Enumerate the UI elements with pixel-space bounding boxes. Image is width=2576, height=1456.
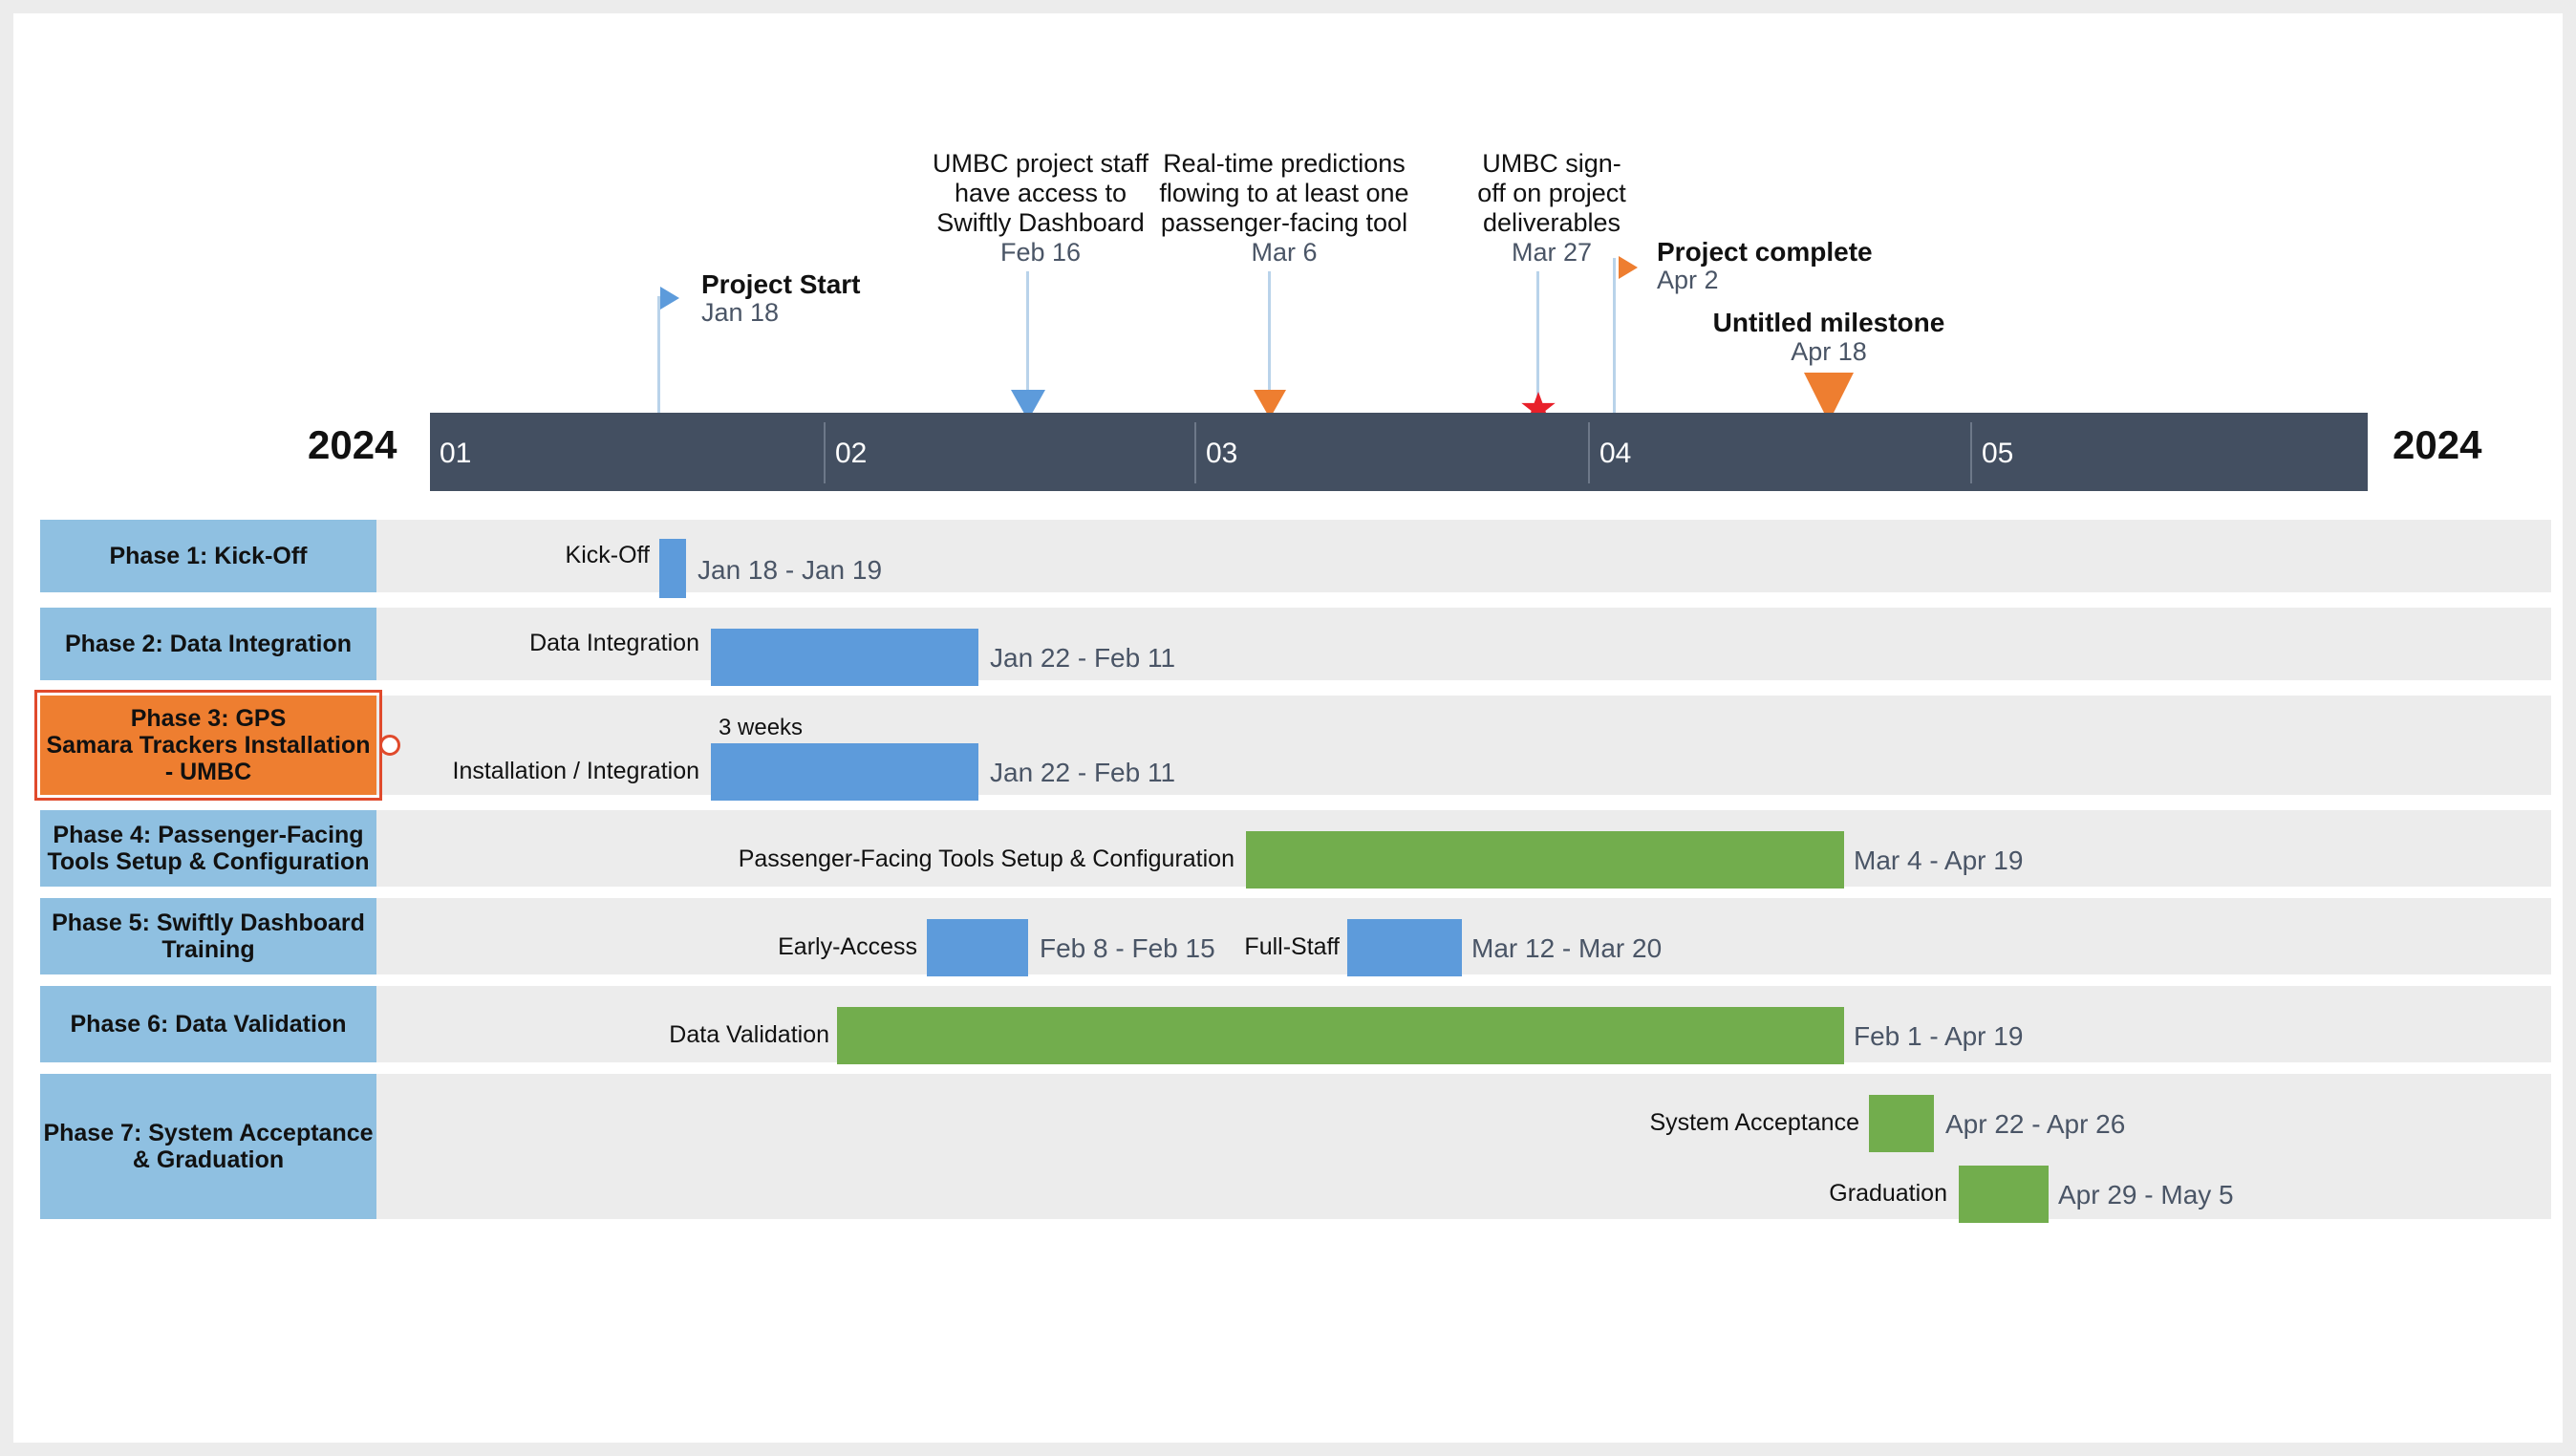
task-dates-installation: Jan 22 - Feb 11 xyxy=(990,758,1176,787)
flag-icon[interactable] xyxy=(660,287,681,310)
year-label-end: 2024 xyxy=(2393,422,2482,467)
phase-4-label-line2: Tools Setup & Configuration xyxy=(47,848,370,875)
task-dates-early-access: Feb 8 - Feb 15 xyxy=(1040,933,1215,963)
milestone-realtime-predictions-label: Real-time predictions flowing to at leas… xyxy=(1159,149,1409,267)
phase-3-box[interactable]: Phase 3: GPS Samara Trackers Installatio… xyxy=(34,690,382,801)
task-dates-data-validation: Feb 1 - Apr 19 xyxy=(1854,1021,2024,1051)
month-label: 04 xyxy=(1599,438,1632,469)
task-label-early-access: Early-Access xyxy=(778,933,917,960)
task-dates-kickoff: Jan 18 - Jan 19 xyxy=(698,555,883,585)
milestone-untitled-label: Untitled milestone Apr 18 xyxy=(1712,308,1945,366)
task-label-passenger-tools: Passenger-Facing Tools Setup & Configura… xyxy=(738,846,1234,872)
row-background xyxy=(376,608,2551,680)
month-tick xyxy=(824,422,826,483)
milestone-triangle-icon[interactable] xyxy=(1254,390,1286,418)
phase-3-label-line3: - UMBC xyxy=(164,759,252,785)
task-label-system-acceptance: System Acceptance xyxy=(1649,1109,1859,1136)
task-bar-data-validation[interactable] xyxy=(837,1007,1844,1064)
milestone-triangle-icon[interactable] xyxy=(1804,373,1854,422)
task-dates-graduation: Apr 29 - May 5 xyxy=(2058,1180,2234,1210)
resize-handle[interactable] xyxy=(379,735,400,756)
phase-2-box[interactable]: Phase 2: Data Integration xyxy=(40,608,376,680)
task-duration-installation: 3 weeks xyxy=(719,715,804,740)
task-label-installation: Installation / Integration xyxy=(452,758,700,784)
milestone-stem xyxy=(1268,271,1271,405)
phase-7-label-line1: Phase 7: System Acceptance xyxy=(43,1120,374,1146)
row-background xyxy=(376,696,2551,795)
phase-6-label: Phase 6: Data Validation xyxy=(70,1011,347,1038)
phase-7-box[interactable]: Phase 7: System Acceptance & Graduation xyxy=(40,1074,376,1219)
milestone-project-start-title: Project Start xyxy=(701,269,861,299)
month-tick xyxy=(1970,422,1972,483)
phase-5-box[interactable]: Phase 5: Swiftly Dashboard Training xyxy=(40,898,376,974)
row-background xyxy=(376,898,2551,974)
milestone-stem xyxy=(1613,258,1616,413)
phase-1-label: Phase 1: Kick-Off xyxy=(109,543,308,569)
milestone-stem xyxy=(1536,271,1539,405)
milestone-stem xyxy=(657,296,660,413)
task-dates-data-integration: Jan 22 - Feb 11 xyxy=(990,643,1176,673)
row-background xyxy=(376,1074,2551,1219)
milestone-stem xyxy=(1026,271,1029,405)
milestone-project-complete-title: Project complete xyxy=(1657,237,1873,267)
phase-1-box[interactable]: Phase 1: Kick-Off xyxy=(40,520,376,592)
timeline-axis: 01 02 03 04 05 xyxy=(430,413,2368,491)
milestone-triangle-icon[interactable] xyxy=(1011,390,1045,420)
task-bar-data-integration[interactable] xyxy=(711,629,978,686)
row-background xyxy=(376,520,2551,592)
timeline-slide: Project Start Jan 18 UMBC project staff … xyxy=(13,13,2563,1443)
milestone-umbc-signoff-label: UMBC sign- off on project deliverables M… xyxy=(1477,149,1626,267)
flag-icon[interactable] xyxy=(1619,256,1640,279)
task-bar-early-access[interactable] xyxy=(927,919,1028,976)
task-label-data-integration: Data Integration xyxy=(529,630,699,656)
task-bar-graduation[interactable] xyxy=(1959,1166,2049,1223)
month-label: 01 xyxy=(440,438,472,469)
phase-4-label-line1: Phase 4: Passenger-Facing xyxy=(53,822,364,848)
phase-3-label-line1: Phase 3: GPS xyxy=(130,705,287,732)
task-dates-full-staff: Mar 12 - Mar 20 xyxy=(1471,933,1663,963)
task-bar-full-staff[interactable] xyxy=(1347,919,1462,976)
task-label-data-validation: Data Validation xyxy=(669,1021,829,1048)
task-label-graduation: Graduation xyxy=(1829,1180,1947,1207)
phase-4-box[interactable]: Phase 4: Passenger-Facing Tools Setup & … xyxy=(40,810,376,887)
month-label: 05 xyxy=(1982,438,2014,469)
month-label: 03 xyxy=(1206,438,1238,469)
task-bar-passenger-tools[interactable] xyxy=(1246,831,1844,889)
phase-6-box[interactable]: Phase 6: Data Validation xyxy=(40,986,376,1062)
task-bar-kickoff[interactable] xyxy=(659,539,686,598)
task-label-kickoff: Kick-Off xyxy=(565,542,650,568)
task-label-full-staff: Full-Staff xyxy=(1244,933,1340,960)
month-label: 02 xyxy=(835,438,868,469)
year-label-start: 2024 xyxy=(308,422,397,467)
phase-5-label-line1: Phase 5: Swiftly Dashboard xyxy=(52,910,365,936)
month-tick xyxy=(1588,422,1590,483)
task-dates-passenger-tools: Mar 4 - Apr 19 xyxy=(1854,846,2024,875)
phase-7-label-line2: & Graduation xyxy=(132,1146,285,1173)
phase-3-label-line2: Samara Trackers Installation xyxy=(46,732,371,759)
phase-5-label-line2: Training xyxy=(161,936,255,963)
milestone-project-complete-date: Apr 2 xyxy=(1657,266,1719,294)
star-icon[interactable] xyxy=(1521,392,1556,424)
task-bar-installation[interactable] xyxy=(711,743,978,801)
task-bar-system-acceptance[interactable] xyxy=(1869,1095,1934,1152)
month-tick xyxy=(1194,422,1196,483)
milestone-project-start-date: Jan 18 xyxy=(701,298,780,327)
phase-2-label: Phase 2: Data Integration xyxy=(64,631,353,657)
task-dates-system-acceptance: Apr 22 - Apr 26 xyxy=(1945,1109,2126,1139)
milestone-dashboard-access-label: UMBC project staff have access to Swiftl… xyxy=(932,149,1149,267)
